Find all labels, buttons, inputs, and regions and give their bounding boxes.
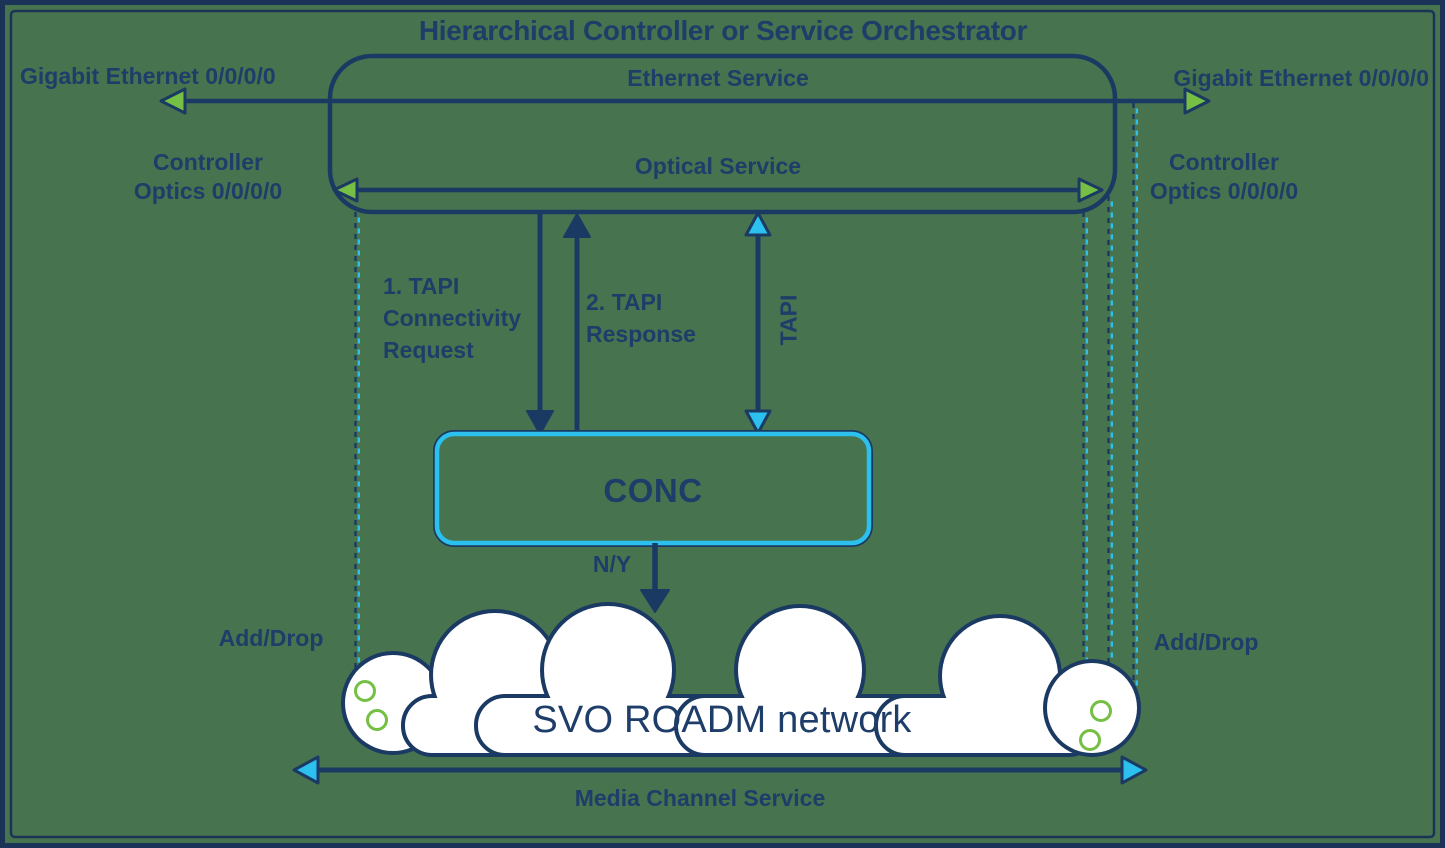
optical-arrowhead-right-icon — [1077, 177, 1104, 203]
media-arrowhead-left-icon — [292, 755, 320, 785]
optical-service-label: Optical Service — [634, 153, 802, 179]
ethernet-arrowhead-right-icon — [1183, 87, 1211, 115]
ny-arrowhead-icon — [640, 589, 670, 613]
optical-arrowhead-left-icon — [332, 177, 359, 203]
tapi-vertical-label: TAPI — [775, 294, 802, 346]
adddrop-port-right-2-icon — [1079, 729, 1101, 751]
ny-label: N/Y — [592, 551, 632, 577]
gigabit-ethernet-left-label: Gigabit Ethernet 0/0/0/0 — [20, 63, 276, 89]
service-box — [327, 53, 1118, 215]
inner-frame-border — [9, 9, 1436, 839]
dashed-dropline-right-2 — [1107, 196, 1114, 700]
dashed-dropline-right-1 — [1082, 212, 1089, 700]
dashed-dropline-right-3 — [1132, 103, 1139, 715]
media-channel-service-label: Media Channel Service — [574, 785, 826, 811]
gigabit-ethernet-right-label: Gigabit Ethernet 0/0/0/0 — [1173, 65, 1429, 91]
diagram-title: Hierarchical Controller or Service Orche… — [418, 15, 1028, 46]
svo-roadm-network-label: SVO ROADM network — [532, 699, 912, 741]
adddrop-port-left-1-icon — [354, 680, 376, 702]
conc-label: CONC — [603, 472, 703, 509]
adddrop-right-label: Add/Drop — [1153, 629, 1259, 655]
controller-optics-left-label: Controller Optics 0/0/0/0 — [133, 149, 283, 204]
tapi-bidir-arrowhead-down-icon — [744, 409, 772, 435]
tapi-bidir-arrowhead-up-icon — [744, 211, 772, 237]
tapi-request-label: 1. TAPI Connectivity Request — [383, 273, 522, 363]
tapi-response-label: 2. TAPI Response — [586, 289, 696, 347]
tapi-response-arrowhead-icon — [563, 213, 591, 238]
controller-optics-right-label: Controller Optics 0/0/0/0 — [1149, 149, 1299, 204]
adddrop-left-label: Add/Drop — [218, 625, 324, 651]
adddrop-port-left-2-icon — [366, 709, 388, 731]
ethernet-arrowhead-left-icon — [159, 87, 187, 115]
dashed-dropline-left — [354, 212, 360, 672]
ethernet-service-label: Ethernet Service — [627, 65, 809, 91]
tapi-request-arrowhead-icon — [526, 410, 554, 435]
media-arrowhead-right-icon — [1120, 755, 1148, 785]
adddrop-port-right-1-icon — [1090, 700, 1112, 722]
